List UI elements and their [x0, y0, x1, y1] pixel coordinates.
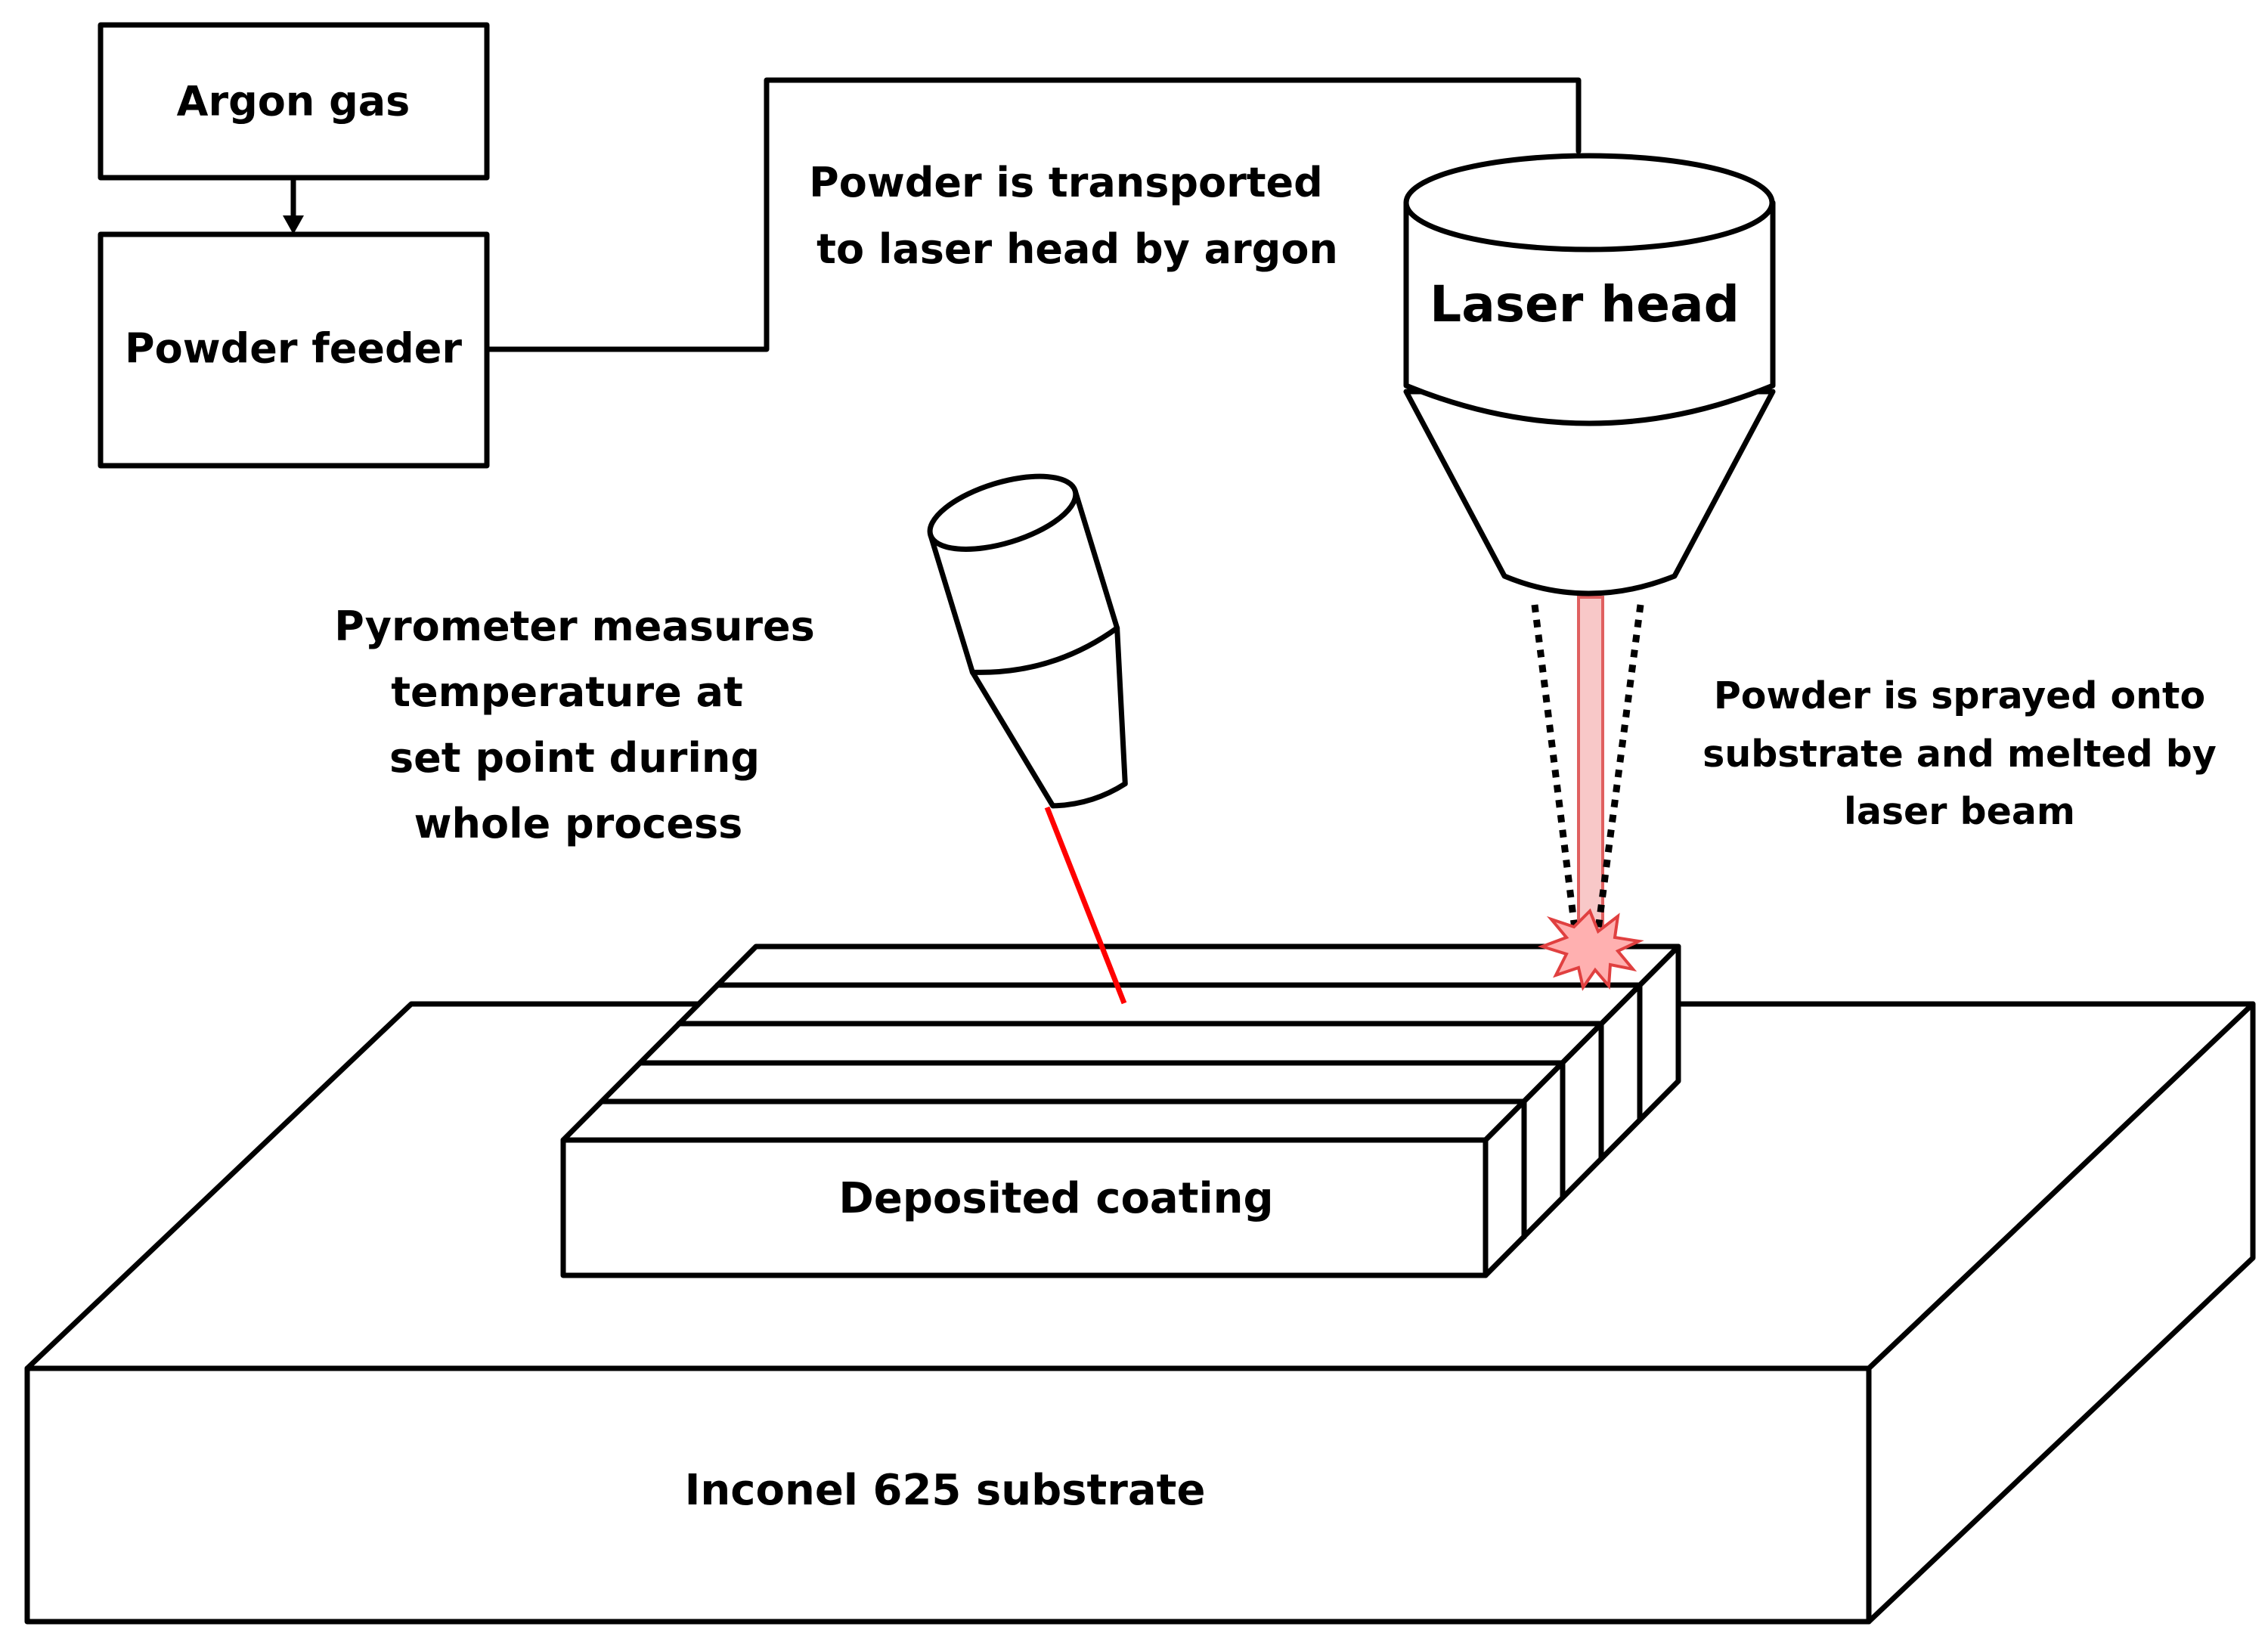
powder-spray-cone: [1531, 604, 1644, 942]
spray-caption-line: substrate and melted by: [1703, 733, 2217, 776]
pyrometer-caption-line: temperature at: [391, 668, 743, 716]
spray-caption-line: Powder is sprayed onto: [1714, 674, 2205, 717]
substrate-front-face: [24, 1365, 1872, 1625]
argon-to-feeder-arrow: [283, 175, 304, 234]
spark-icon: [1537, 908, 1644, 991]
pyrometer-beam: [1044, 806, 1127, 1005]
spray-caption-line: laser beam: [1844, 790, 2075, 833]
pyrometer-top: [927, 473, 1079, 552]
pyrometer-caption: Pyrometer measures temperature at set po…: [334, 603, 815, 847]
coating-front-face: [560, 1137, 1489, 1278]
spray-caption: Powder is sprayed onto substrate and mel…: [1703, 674, 2217, 833]
transport-caption-line: to laser head by argon: [816, 225, 1338, 273]
laser-head-cylinder: [1403, 200, 1776, 426]
arrow-head-icon: [283, 215, 304, 234]
pyrometer-caption-line: whole process: [414, 800, 743, 847]
laser-beam: [1577, 596, 1604, 943]
substrate-label: Inconel 625 substrate: [685, 1466, 1206, 1515]
coating-label: Deposited coating: [838, 1174, 1273, 1223]
coating-block: [560, 943, 1681, 1278]
coating-track-lines: [599, 982, 1643, 1240]
coating-track-line: [676, 1021, 1604, 1162]
transport-caption-line: Powder is transported: [809, 159, 1323, 206]
powder-feeder-box: Powder feeder: [98, 231, 490, 469]
powder-feeder-label: Powder feeder: [125, 325, 462, 373]
laser-head-label: Laser head: [1430, 275, 1740, 333]
laser-head-cone: [1403, 389, 1776, 596]
pyrometer-caption-line: Pyrometer measures: [334, 603, 815, 650]
laser-nozzle-icon: Laser head: [1403, 153, 1776, 596]
laser-head-top: [1403, 153, 1775, 253]
pyrometer-caption-line: set point during: [389, 734, 760, 782]
argon-gas-box: Argon gas: [98, 22, 490, 181]
coating-track-line: [599, 1098, 1527, 1240]
coating-track-line: [637, 1060, 1566, 1201]
powder-transport-line: [484, 77, 1582, 352]
coating-track-line: [714, 982, 1643, 1123]
transport-caption: Powder is transported to laser head by a…: [809, 159, 1338, 273]
argon-gas-label: Argon gas: [177, 78, 411, 125]
pyrometer-sensor-icon: [927, 473, 1128, 1005]
